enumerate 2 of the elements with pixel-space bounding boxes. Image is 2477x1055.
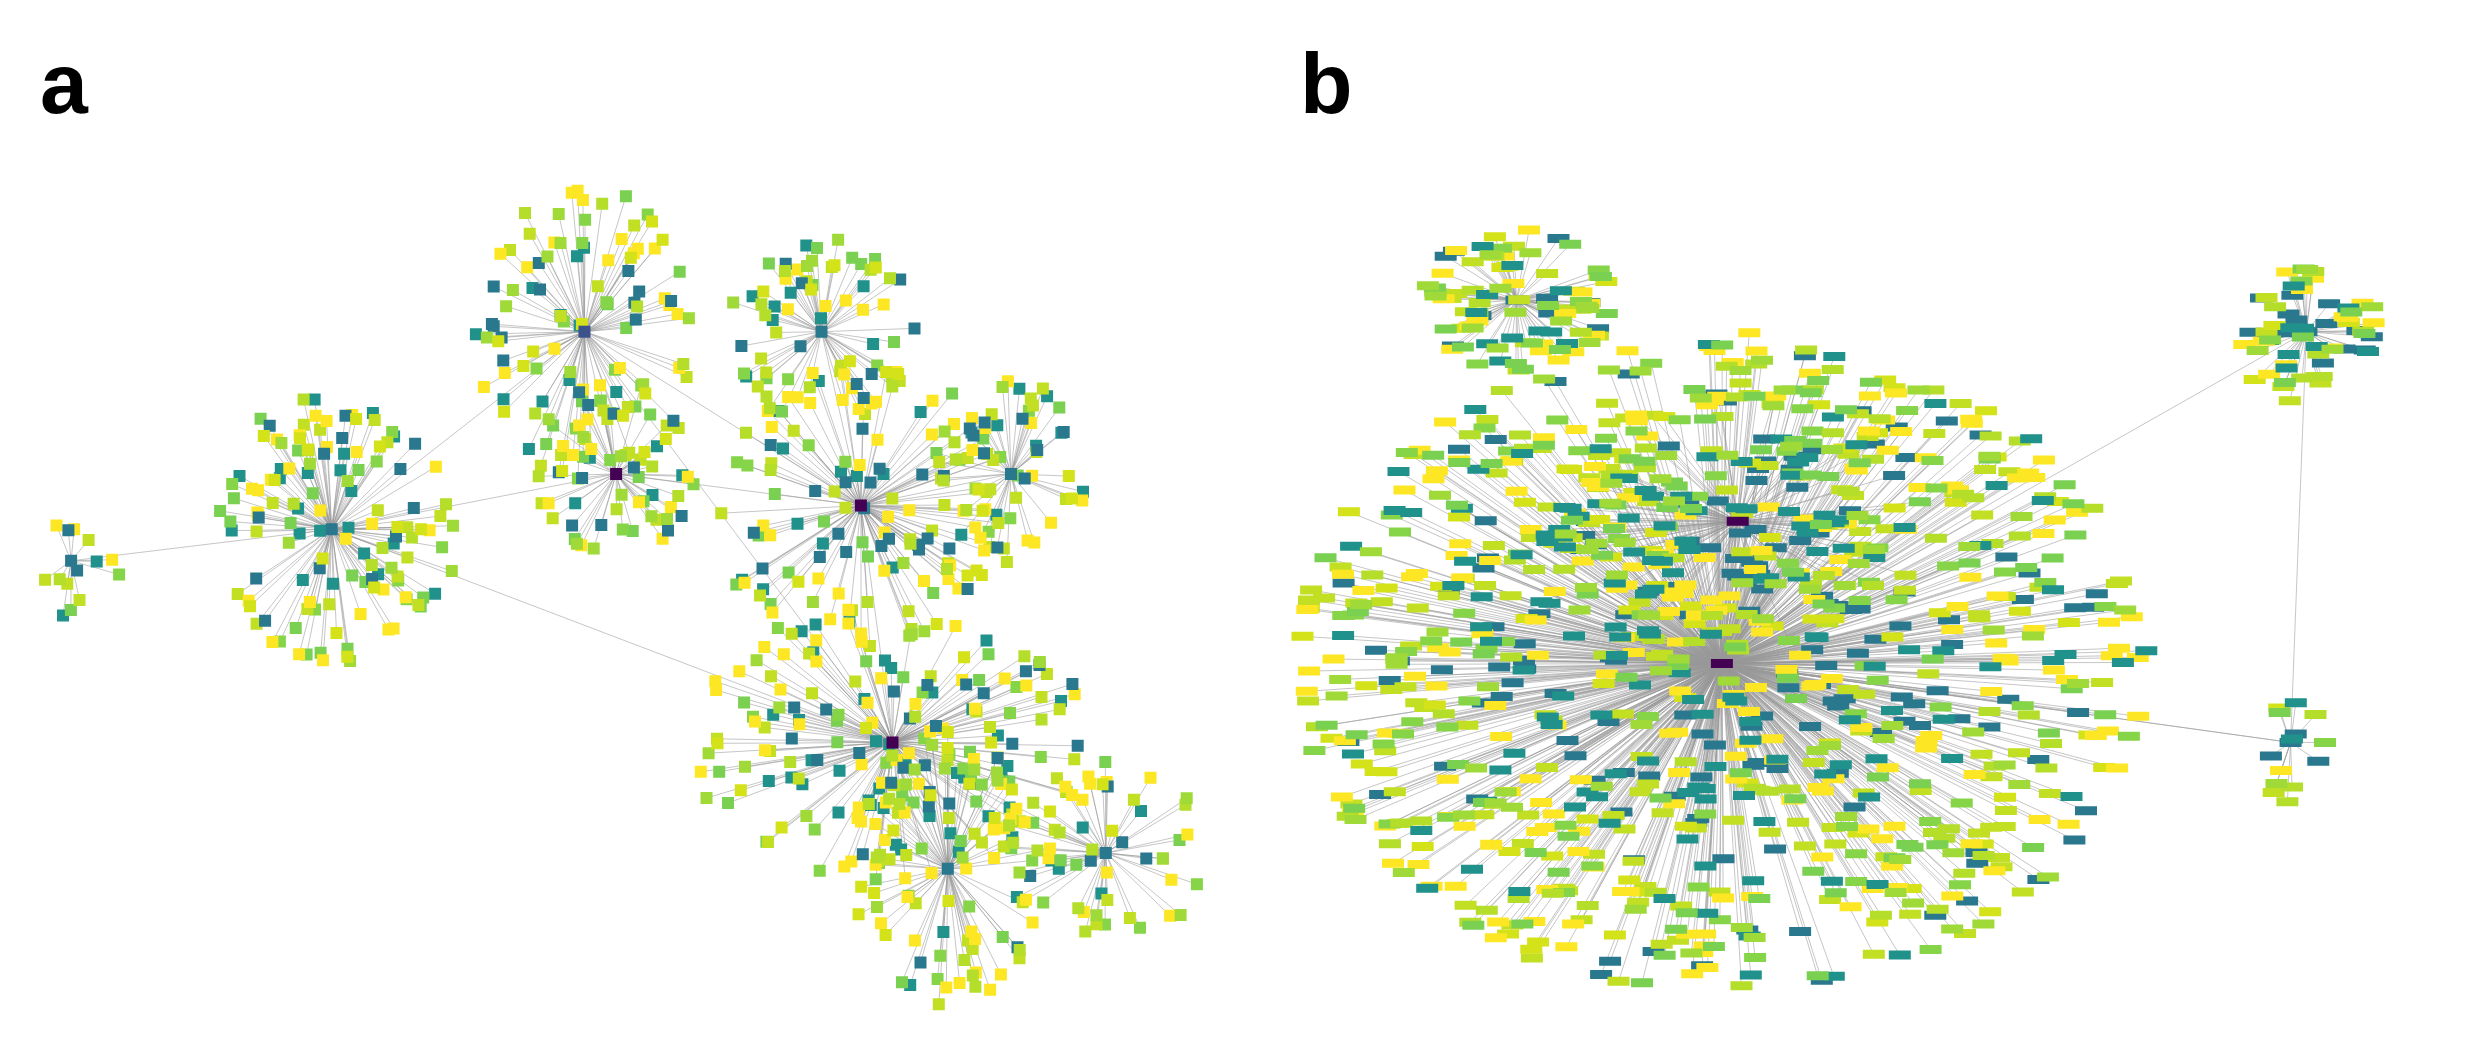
panel-label: a xyxy=(40,40,88,126)
panel-label: b xyxy=(1300,40,1353,126)
